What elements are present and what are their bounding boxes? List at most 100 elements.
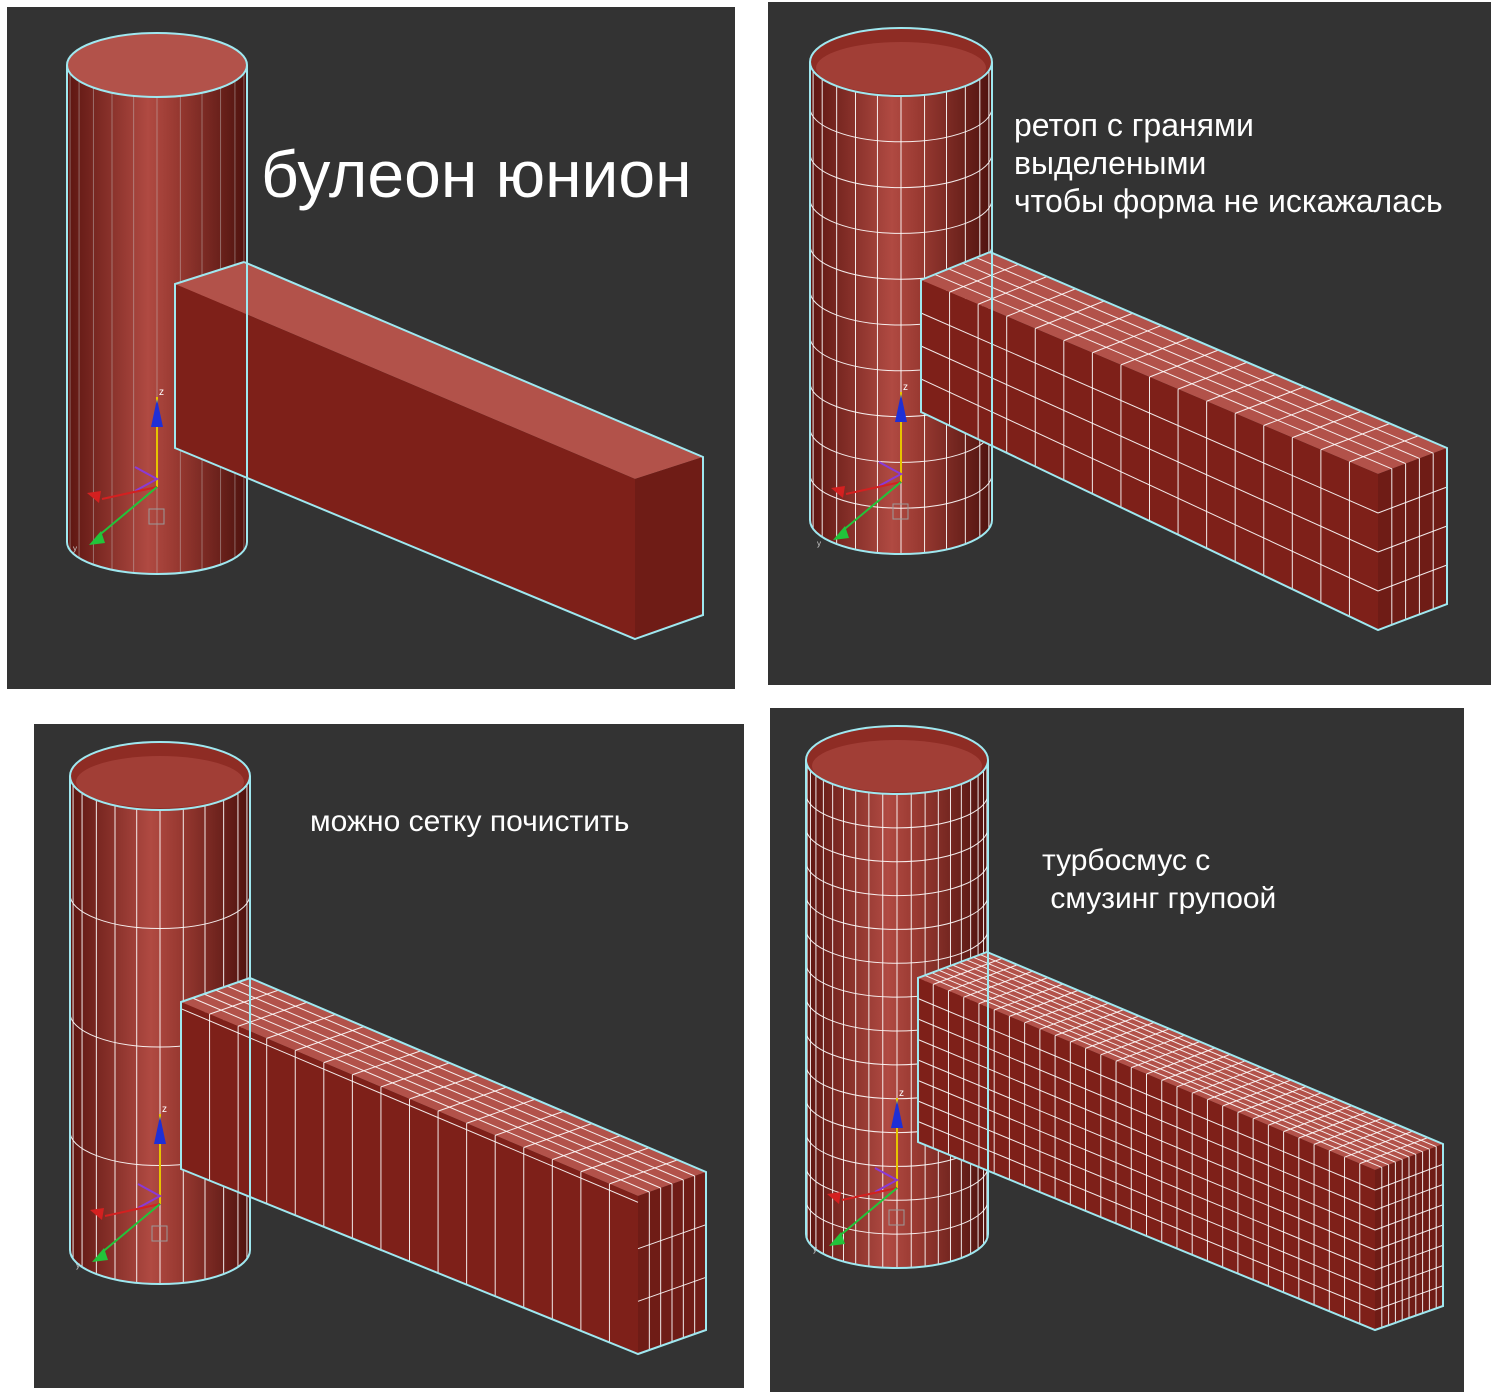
gizmo-y-arrow <box>829 1232 845 1246</box>
caption-turbosmooth: турбосмус с смузинг групоой <box>1042 844 1277 915</box>
cylinder-ring <box>809 199 993 234</box>
arm-top-edge <box>1320 423 1391 451</box>
arm-front-edge <box>917 1039 1376 1231</box>
arm-top-edge <box>976 257 1434 454</box>
arm-end-edge <box>1377 525 1448 553</box>
gizmo-y-axis <box>99 1203 161 1255</box>
cylinder-ring <box>805 1166 989 1201</box>
gizmo-x-arrow <box>827 1192 841 1204</box>
arm-top-edge <box>1292 410 1362 439</box>
gizmo-y-arrow <box>833 526 849 540</box>
gizmo-z-arrow <box>891 1100 903 1128</box>
arm-top-edge <box>979 954 1437 1148</box>
mesh-render-turbosmooth: zy <box>805 725 1444 1332</box>
arm-top-edge <box>203 993 661 1189</box>
gizmo-x-arrow <box>90 1208 104 1220</box>
cylinder-ring <box>805 827 989 863</box>
cylinder-inner-wall <box>816 42 986 94</box>
selection-outline <box>69 776 251 1285</box>
gizmo-z-arrow <box>895 394 907 422</box>
mesh-render-boolean: zy <box>66 32 704 641</box>
arm-front-edge <box>920 345 1379 553</box>
arm-end-edge <box>637 1224 707 1250</box>
arm-top-edge <box>1035 300 1105 329</box>
arm-front-edge <box>917 1080 1376 1271</box>
gizmo-y-label: y <box>73 544 77 553</box>
cylinder-inner-wall <box>76 756 244 808</box>
gizmo-center-box <box>892 503 909 520</box>
selection-outline <box>809 62 993 555</box>
gizmo-x-axis <box>104 1203 161 1217</box>
arm-front-edge <box>917 1121 1376 1311</box>
arm-end-edge <box>1377 486 1448 514</box>
arm-top-edge <box>1006 288 1076 317</box>
cylinder-ring <box>69 894 251 929</box>
arm-top-edge <box>948 268 1406 465</box>
gizmo-y-label: y <box>813 1245 817 1254</box>
gizmo-y-label: y <box>76 1261 80 1270</box>
arm-end-edge <box>637 1276 707 1302</box>
arm-top-edge <box>966 959 1423 1153</box>
gizmo-plane-handle <box>137 1183 163 1209</box>
arm-end-face <box>635 457 703 639</box>
arm-front-edge <box>920 312 1379 514</box>
gizmo-center-box <box>151 1225 168 1242</box>
arm-top-edge <box>192 997 650 1193</box>
arm-top-edge <box>945 967 1403 1161</box>
cylinder-ring <box>809 474 993 509</box>
arm-top-edge <box>1120 337 1191 366</box>
arm-front-edge <box>920 378 1379 592</box>
selection-outline <box>809 27 993 97</box>
gizmo-z-arrow <box>154 1116 166 1144</box>
gizmo-plane-handle <box>134 466 160 492</box>
arm-front-edge <box>917 1018 1376 1211</box>
arm-top-edge <box>1235 386 1305 414</box>
arm-top-edge <box>1349 435 1419 463</box>
arm-end-edge <box>1374 1204 1444 1231</box>
gizmo-center-box <box>888 1209 905 1226</box>
arm-top-edge <box>959 961 1416 1155</box>
arm-top-edge <box>1206 374 1276 402</box>
arm-top-edge <box>215 989 673 1185</box>
arm-front-face <box>175 284 635 639</box>
cylinder-ring <box>805 895 989 930</box>
cylinder-ring <box>805 861 989 897</box>
mesh-render-retopo: zy <box>809 27 1448 632</box>
gizmo-y-axis <box>840 481 902 533</box>
gizmo-z-label: z <box>159 387 164 398</box>
cylinder-ring <box>809 153 993 189</box>
arm-end-edge <box>1374 1224 1444 1251</box>
arm-top-edge <box>1149 349 1219 378</box>
gizmo-x-arrow <box>831 486 845 498</box>
caption-boolean-union: булеон юнион <box>261 137 692 211</box>
gizmo-x-axis <box>845 481 902 495</box>
gizmo-plane-handle <box>878 461 904 487</box>
gizmo-center-box <box>148 508 165 525</box>
gizmo-plane-handle <box>874 1167 900 1193</box>
arm-top-edge <box>1263 398 1333 426</box>
caption-cleanup: можно сетку почистить <box>310 805 630 838</box>
arm-top-edge <box>226 985 684 1181</box>
mesh-render-cleanup: zy <box>69 741 707 1356</box>
gizmo-z-label: z <box>162 1104 167 1115</box>
gizmo-y-axis <box>96 486 158 538</box>
gizmo-y-axis <box>836 1187 898 1239</box>
cylinder-ring <box>805 929 989 964</box>
arm-top-face <box>175 262 703 479</box>
cylinder-ring <box>805 1200 989 1235</box>
arm-end-edge <box>1374 1285 1444 1311</box>
arm-top-edge <box>1092 325 1162 354</box>
gizmo-y-label: y <box>817 539 821 548</box>
cylinder-inner-wall <box>812 740 982 792</box>
selection-outline <box>805 760 989 1269</box>
gizmo-z-label: z <box>899 1088 904 1099</box>
selection-outline <box>66 32 248 98</box>
arm-top-edge <box>973 956 1430 1150</box>
cylinder-ring <box>805 793 989 829</box>
arm-end-edge <box>1374 1184 1444 1211</box>
arm-top-edge <box>977 276 1048 305</box>
